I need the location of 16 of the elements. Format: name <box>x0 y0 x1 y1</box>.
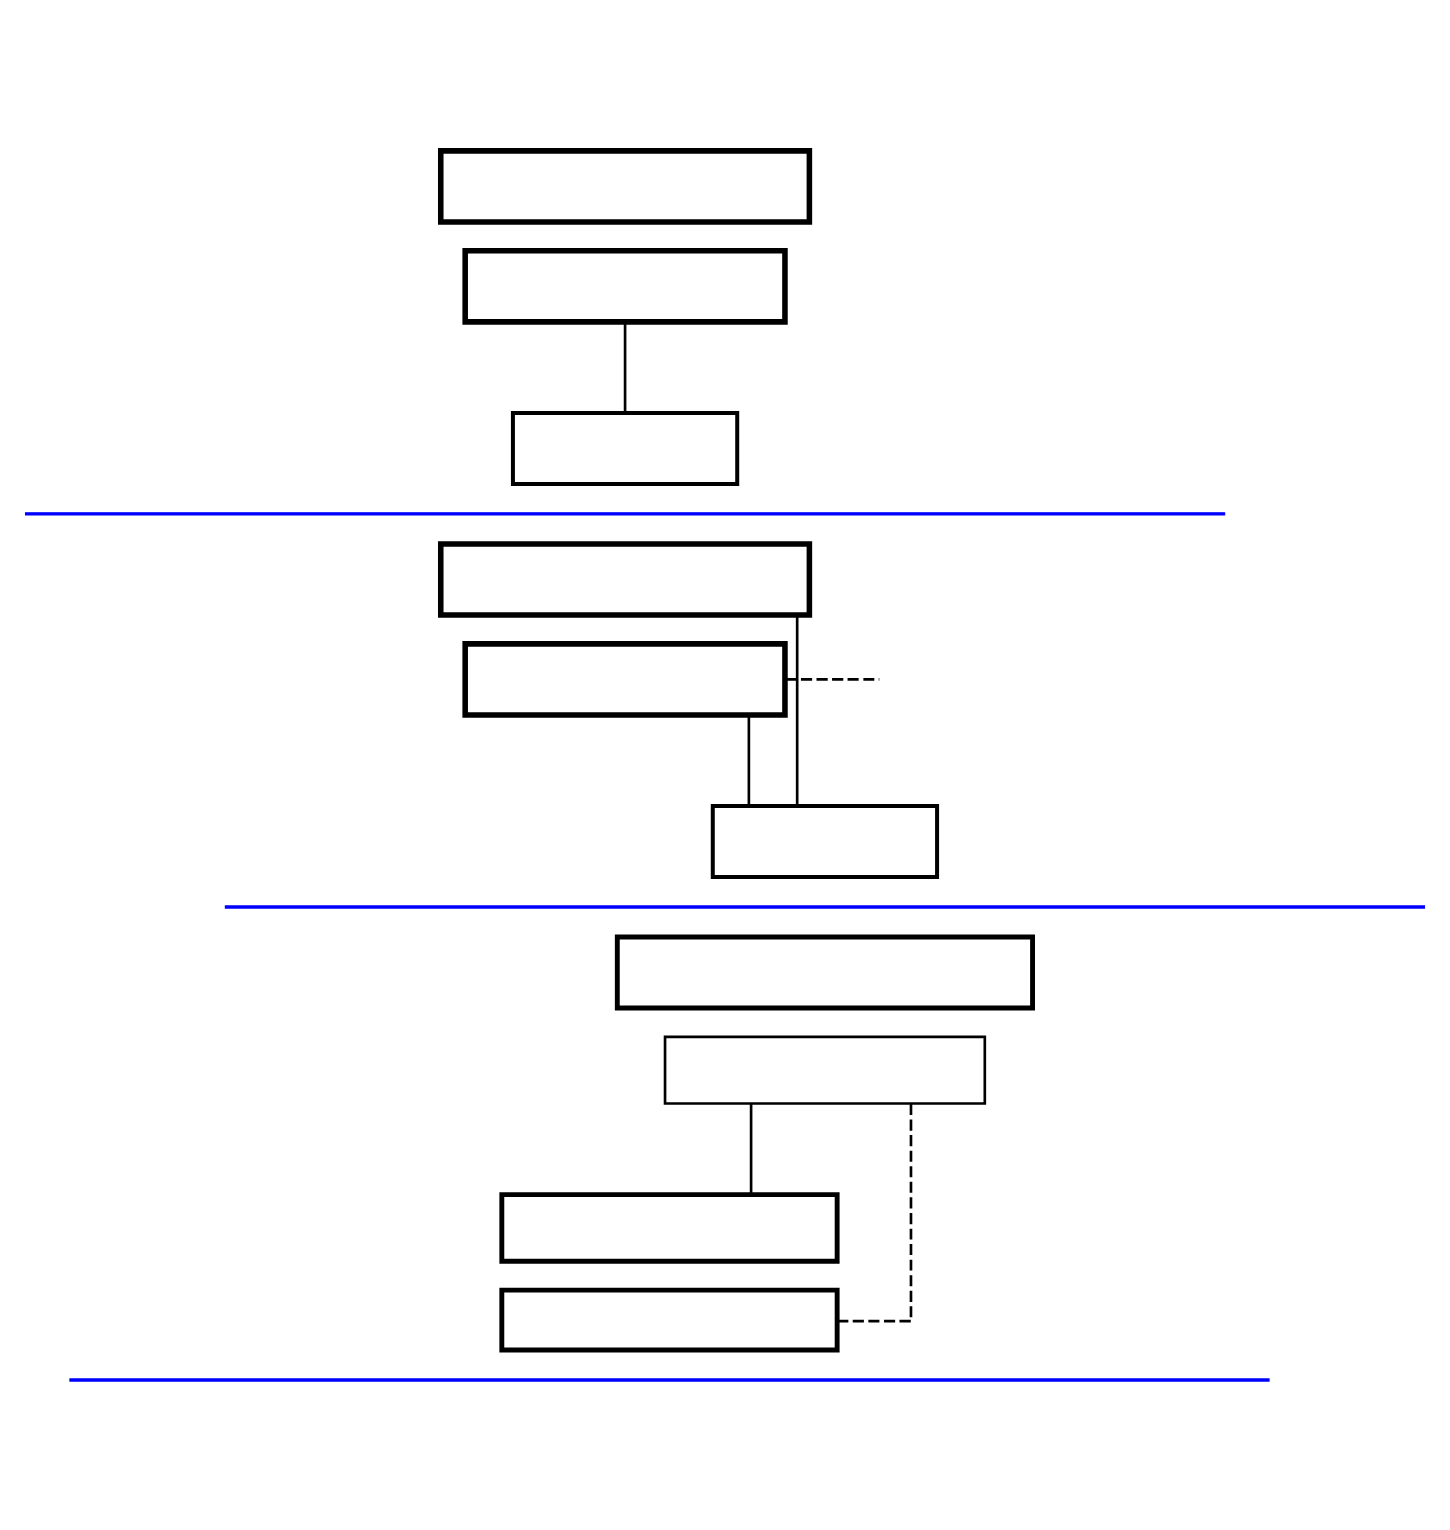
node-box <box>499 1191 840 1263</box>
node-box <box>438 147 813 224</box>
connector <box>623 321 627 412</box>
node-box <box>663 1034 987 1104</box>
node-box <box>438 540 813 617</box>
node-box <box>510 409 740 485</box>
connector <box>795 614 799 805</box>
node-box <box>499 1286 840 1352</box>
node-box <box>710 802 940 879</box>
connector <box>749 1102 753 1194</box>
connector <box>785 677 880 680</box>
connector <box>747 714 751 805</box>
node-box <box>462 640 788 717</box>
node-box <box>614 933 1035 1010</box>
connector <box>837 1103 913 1322</box>
node-box <box>462 247 788 324</box>
